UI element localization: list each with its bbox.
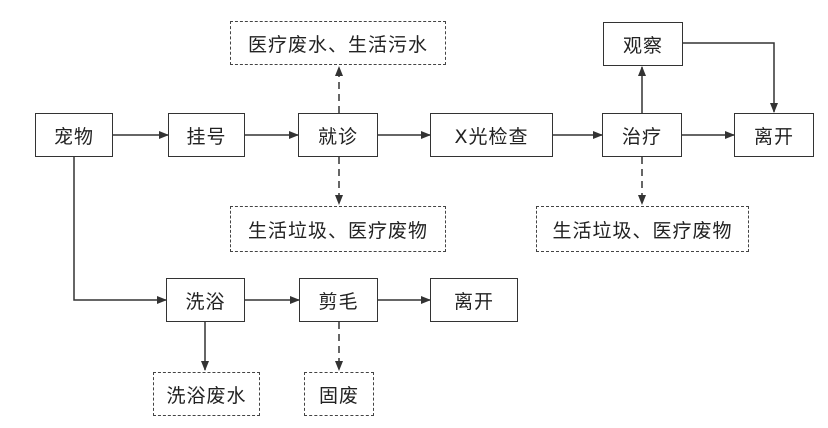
node-trim: 剪毛 — [299, 278, 378, 322]
node-consult: 就诊 — [298, 113, 378, 157]
output-trim-solid-waste: 固废 — [304, 372, 374, 416]
output-bath-wastewater: 洗浴废水 — [153, 372, 260, 416]
output-consult-waste: 生活垃圾、医疗废物 — [230, 206, 446, 252]
output-treat-waste: 生活垃圾、医疗废物 — [536, 206, 749, 252]
arrow-pet-to-bath — [73, 156, 167, 304]
node-observe: 观察 — [603, 22, 683, 66]
node-register: 挂号 — [168, 113, 245, 157]
arrow-observe-to-leave — [683, 42, 778, 113]
node-pet: 宠物 — [35, 113, 113, 157]
output-consult-wastewater: 医疗废水、生活污水 — [230, 21, 446, 65]
node-treat: 治疗 — [602, 113, 682, 157]
node-leave-bottom: 离开 — [430, 278, 518, 322]
node-bath: 洗浴 — [166, 278, 245, 322]
node-xray: X光检查 — [430, 113, 553, 157]
node-leave-top: 离开 — [734, 113, 814, 157]
